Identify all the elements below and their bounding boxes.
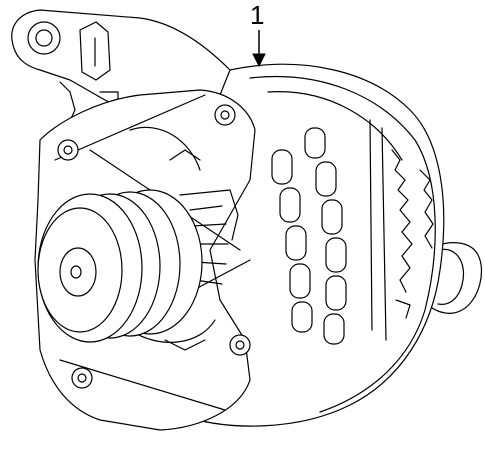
callout-label-1: 1 <box>250 0 265 30</box>
pulley <box>37 189 203 343</box>
rear-vents <box>369 119 434 341</box>
cooling-slots <box>271 127 347 345</box>
callout-leader <box>252 30 266 68</box>
